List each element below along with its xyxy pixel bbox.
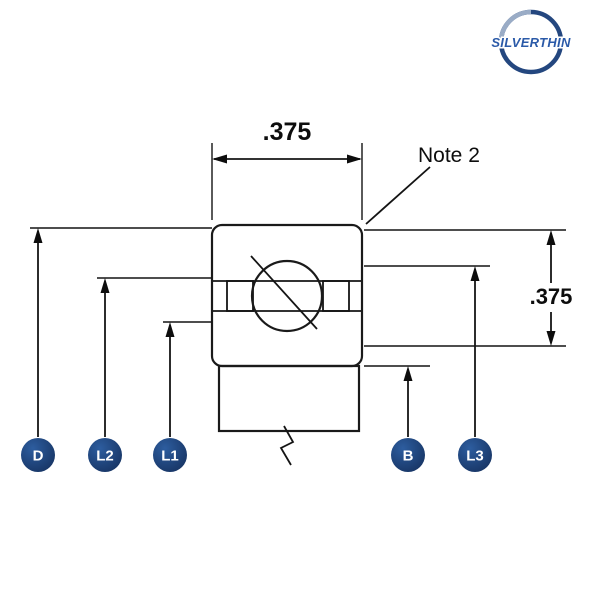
- break-line-icon: [279, 425, 295, 466]
- cage-pocket-left: [226, 280, 254, 312]
- bearing-ball: [250, 259, 324, 333]
- logo-ring-highlight-icon: [498, 9, 532, 43]
- l3-arrowhead-icon: [470, 266, 480, 281]
- contact-angle-line: [250, 255, 318, 330]
- d-arrowhead-icon: [33, 228, 43, 243]
- arrowhead-down-icon: [546, 331, 556, 346]
- cage-pocket-right: [322, 280, 350, 312]
- note2-callout: Note 2: [365, 144, 480, 225]
- badge-l3-label: L3: [466, 448, 484, 465]
- dimension-badges: D L2 L1 B L3: [21, 438, 492, 472]
- badge-b: [391, 438, 425, 472]
- badge-l2: [88, 438, 122, 472]
- right-height-dimension: .375: [364, 229, 573, 347]
- badge-b-label: B: [403, 448, 414, 465]
- left-dimension-leaders: [30, 227, 212, 437]
- badge-l2-label: L2: [96, 448, 114, 465]
- top-width-value: .375: [263, 118, 312, 146]
- badge-l1: [153, 438, 187, 472]
- note2-leader-line: [365, 166, 431, 225]
- top-width-dimension: .375: [211, 118, 363, 220]
- badge-d-label: D: [33, 448, 44, 465]
- right-height-value: .375: [530, 284, 573, 309]
- bearing-cross-section: [210, 223, 364, 466]
- arrowhead-up-icon: [546, 230, 556, 245]
- right-dimension-leaders: [364, 265, 490, 437]
- note2-label: Note 2: [418, 144, 480, 167]
- shaft-section: [217, 364, 361, 433]
- arrowhead-left-icon: [212, 154, 227, 164]
- arrowhead-right-icon: [347, 154, 362, 164]
- badge-l3: [458, 438, 492, 472]
- badge-l1-label: L1: [161, 448, 179, 465]
- l2-arrowhead-icon: [100, 278, 110, 293]
- brand-logo: SILVERTHIN: [490, 9, 572, 75]
- b-arrowhead-icon: [403, 366, 413, 381]
- l1-arrowhead-icon: [165, 322, 175, 337]
- logo-text: SILVERTHIN: [491, 35, 571, 50]
- badge-d: [21, 438, 55, 472]
